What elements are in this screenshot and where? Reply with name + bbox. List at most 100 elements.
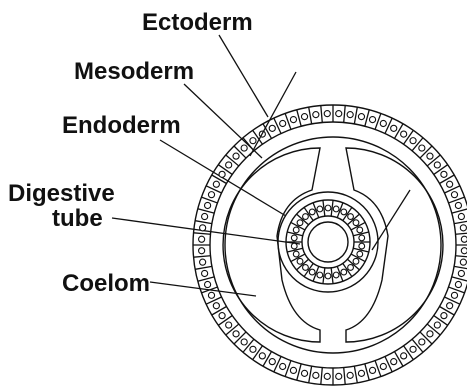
ectoderm-cell-nucleus: [419, 339, 425, 345]
ectoderm-cell-nucleus: [451, 192, 457, 198]
ectoderm-cell-nucleus: [451, 292, 457, 298]
ectoderm-cell-nucleus: [213, 303, 219, 309]
endoderm-cell-nucleus: [333, 272, 339, 278]
ectoderm-cell-divider: [321, 368, 322, 385]
endoderm-cell-nucleus: [359, 235, 365, 241]
ectoderm-cell-divider: [297, 110, 301, 126]
endoderm-cell-nucleus: [309, 269, 315, 275]
ectoderm-cell-nucleus: [219, 171, 225, 177]
ectoderm-cell-divider: [452, 277, 467, 281]
ectoderm-cell-nucleus: [369, 367, 375, 373]
endoderm-cell-nucleus: [357, 227, 363, 233]
ectoderm-cell-nucleus: [269, 359, 275, 365]
endoderm-cell-nucleus: [333, 206, 339, 212]
ectoderm-cell-divider: [365, 110, 369, 126]
leader-line-ectoderm: [219, 35, 268, 117]
ectoderm-cell-divider: [194, 256, 211, 257]
endoderm-inner-edge: [302, 216, 354, 268]
ectoderm-cell-nucleus: [460, 225, 466, 231]
ectoderm-cell-nucleus: [455, 202, 461, 208]
ectoderm-cell-divider: [456, 256, 467, 257]
endoderm-cell-nucleus: [309, 209, 315, 215]
endoderm-cell-nucleus: [303, 214, 309, 220]
ectoderm-cell-nucleus: [336, 373, 342, 379]
ectoderm-cell-nucleus: [208, 292, 214, 298]
coelom-left-half: [223, 148, 320, 342]
ectoderm-cell-divider: [198, 209, 214, 213]
ectoderm-cell-nucleus: [233, 331, 239, 337]
ectoderm-cell-nucleus: [391, 359, 397, 365]
ectoderm-cell-divider: [375, 113, 381, 129]
endoderm-cell-nucleus: [293, 227, 299, 233]
endoderm-cell-nucleus: [348, 214, 354, 220]
ectoderm-cell-nucleus: [410, 346, 416, 352]
label-digestive-tube-line2: tube: [52, 205, 103, 232]
label-endoderm: Endoderm: [62, 112, 181, 139]
ectoderm-layer: [193, 105, 467, 385]
ectoderm-cell-nucleus: [219, 313, 225, 319]
ectoderm-cell-nucleus: [380, 120, 386, 126]
ectoderm-cell-divider: [449, 197, 465, 203]
ectoderm-cell-nucleus: [208, 192, 214, 198]
ectoderm-inner-edge: [210, 122, 456, 368]
endoderm-cell-nucleus: [317, 272, 323, 278]
endoderm-cell-divider: [323, 268, 325, 284]
ectoderm-cell-nucleus: [250, 346, 256, 352]
ectoderm-cell-divider: [321, 106, 322, 123]
ectoderm-cell-nucleus: [226, 322, 232, 328]
ectoderm-cell-nucleus: [301, 370, 307, 376]
ectoderm-cell-divider: [309, 366, 312, 383]
endoderm-cell-nucleus: [303, 265, 309, 271]
endoderm-cell-nucleus: [348, 265, 354, 271]
digestive-tube: [278, 192, 378, 292]
ectoderm-cell-nucleus: [313, 372, 319, 378]
ectoderm-cell-nucleus: [241, 145, 247, 151]
ectoderm-cell-nucleus: [199, 236, 205, 242]
ectoderm-cell-nucleus: [434, 162, 440, 168]
ectoderm-cell-nucleus: [369, 117, 375, 123]
ectoderm-cell-divider: [365, 364, 369, 380]
leader-line-endoderm: [160, 140, 286, 216]
ectoderm-cell-nucleus: [434, 322, 440, 328]
ectoderm-cell-divider: [454, 266, 467, 269]
ectoderm-cell-nucleus: [200, 225, 206, 231]
ectoderm-cell-nucleus: [458, 213, 464, 219]
ectoderm-cell-nucleus: [347, 112, 353, 118]
label-mesoderm: Mesoderm: [74, 58, 194, 85]
ectoderm-cell-nucleus: [205, 281, 211, 287]
endoderm-cell-nucleus: [317, 206, 323, 212]
ectoderm-cell-nucleus: [241, 339, 247, 345]
ectoderm-cell-divider: [375, 361, 381, 377]
ectoderm-cell-divider: [297, 364, 301, 380]
label-ectoderm: Ectoderm: [142, 9, 253, 36]
endoderm-cell-nucleus: [291, 243, 297, 249]
ectoderm-cell-nucleus: [233, 153, 239, 159]
ectoderm-cell-nucleus: [455, 281, 461, 287]
ectoderm-cell-nucleus: [301, 114, 307, 120]
ectoderm-cell-nucleus: [358, 114, 364, 120]
endoderm-cell-divider: [331, 268, 333, 284]
mesoderm-body-wall: [225, 137, 441, 353]
endoderm-cell-divider: [323, 200, 325, 216]
ectoderm-cell-nucleus: [313, 112, 319, 118]
ectoderm-cell-nucleus: [269, 125, 275, 131]
ectoderm-cell-nucleus: [427, 153, 433, 159]
ectoderm-cell-nucleus: [202, 213, 208, 219]
ectoderm-cell-nucleus: [226, 162, 232, 168]
ectoderm-cell-nucleus: [199, 248, 205, 254]
endoderm-cell-nucleus: [353, 220, 359, 226]
ectoderm-cell-divider: [449, 287, 465, 293]
ectoderm-cell-divider: [344, 368, 345, 385]
ectoderm-cell-nucleus: [200, 259, 206, 265]
ectoderm-cell-nucleus: [391, 125, 397, 131]
ectoderm-cell-nucleus: [441, 313, 447, 319]
ectoderm-cell-nucleus: [427, 331, 433, 337]
digestive-tube-lumen: [308, 222, 348, 262]
ectoderm-cell-divider: [198, 277, 214, 281]
mesentery-line-left: [250, 72, 296, 156]
ectoderm-cell-nucleus: [202, 270, 208, 276]
ectoderm-cell-nucleus: [336, 111, 342, 117]
endoderm-cell-nucleus: [291, 235, 297, 241]
ectoderm-cell-divider: [454, 221, 467, 224]
